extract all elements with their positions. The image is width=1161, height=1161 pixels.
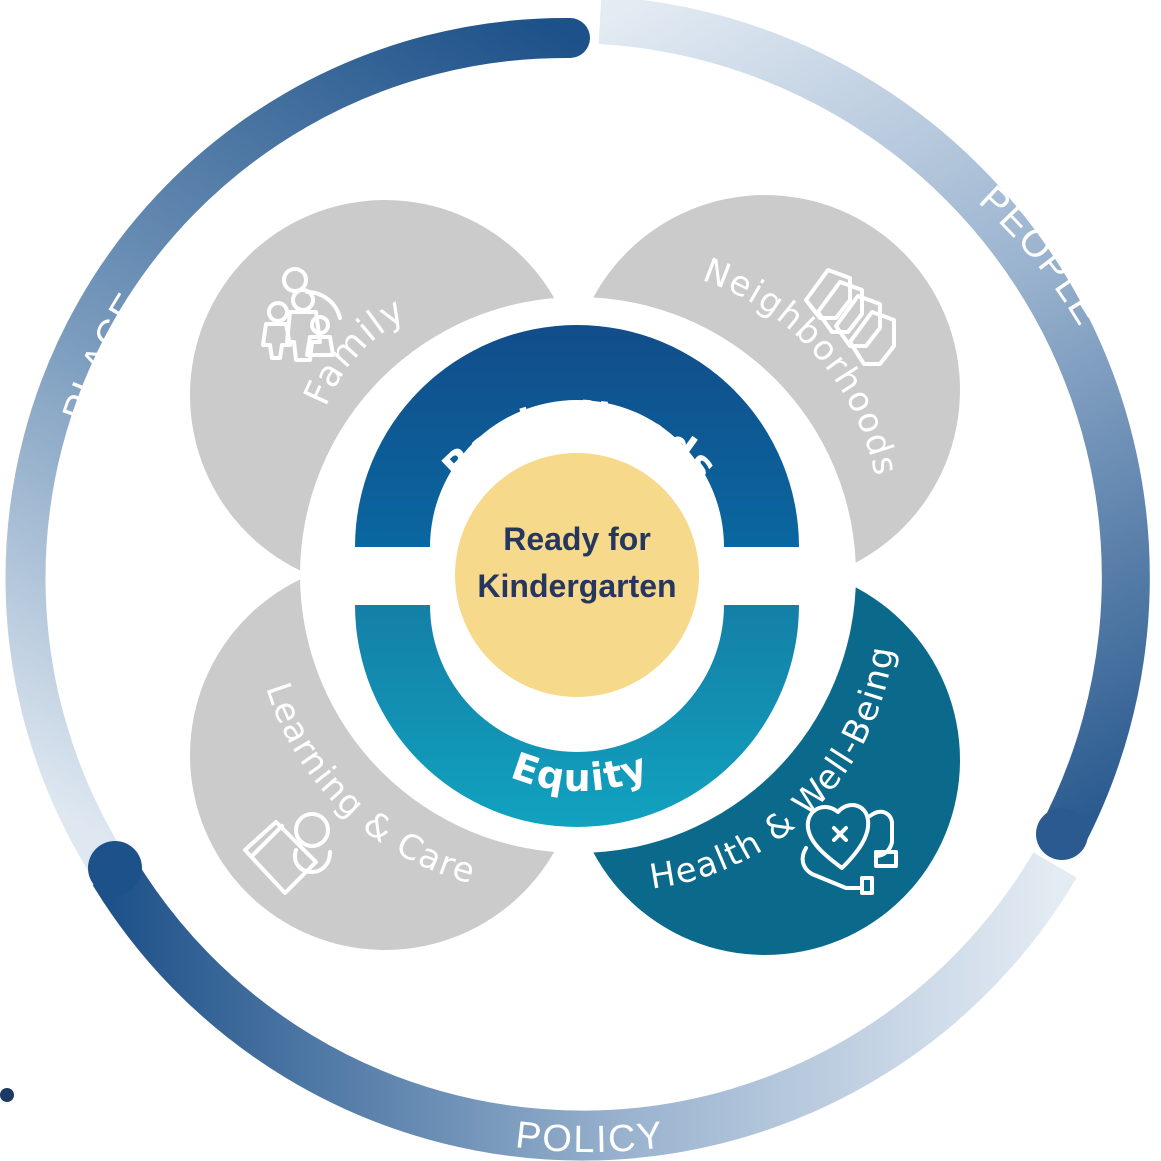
basic-needs-band (355, 325, 799, 547)
heart-hands-icon (800, 803, 898, 895)
child-book-icon (243, 812, 332, 895)
center-line-2: Kindergarten (477, 568, 676, 604)
center-line-1: Ready for (503, 521, 651, 557)
center-circle (455, 453, 699, 697)
policy-arc-start-cap (88, 841, 142, 895)
houses-icon (804, 268, 896, 366)
outer-ring-policy-arc (92, 852, 1077, 1161)
equity-band (355, 605, 799, 827)
policy-label: POLICY (513, 1114, 666, 1161)
family-icon (261, 267, 342, 362)
decorative-dot (0, 1088, 14, 1102)
people-arc-end-cap (1036, 808, 1088, 860)
outer-ring-people-arc (598, 0, 1150, 852)
outer-ring-place-arc (5, 17, 590, 880)
